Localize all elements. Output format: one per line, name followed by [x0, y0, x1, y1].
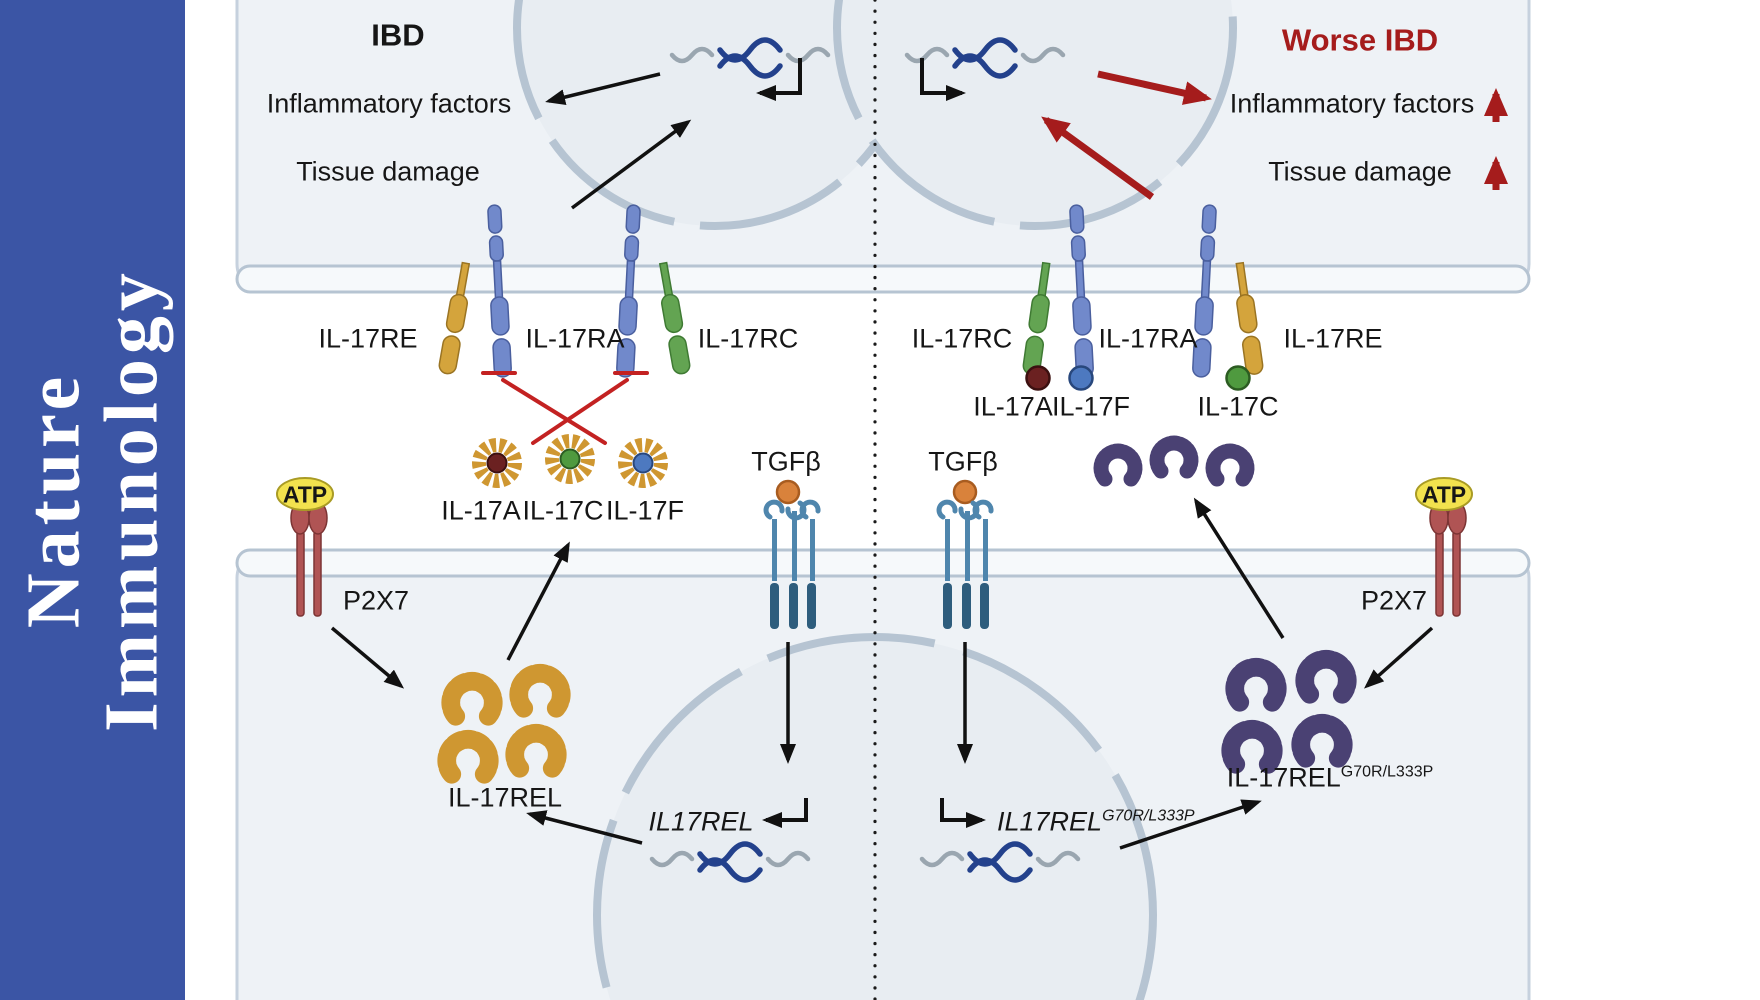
arrow-p2x7-left	[330, 626, 405, 689]
right-il17f-label: IL-17F	[1051, 391, 1131, 422]
left-panel-title: IBD	[371, 17, 425, 53]
tss-arrow-top-right	[920, 58, 966, 101]
right-inflammatory-factors-label: Inflammatory factors	[1229, 88, 1475, 119]
bottom-cell-membrane	[235, 548, 1531, 578]
left-il17re-label: IL-17RE	[318, 323, 418, 354]
left-inflammatory-factors-label: Inflammatory factors	[266, 88, 512, 119]
right-atp-label: ATP	[1421, 481, 1467, 508]
right-il17rel-protein-label: IL-17RELG70R/L333P	[1226, 762, 1434, 793]
right-tgfb-label: TGFβ	[928, 446, 998, 477]
tgfb-ligand-left	[775, 479, 801, 505]
red-arrows	[1041, 70, 1508, 200]
p2x7-receptor-right	[1415, 477, 1473, 617]
il17f-dot	[1068, 365, 1094, 391]
left-il17f-label: IL-17F	[605, 495, 685, 526]
arrow-receptor-to-nucleus-right	[1041, 116, 1155, 200]
il17rel-mutant-trio	[1101, 443, 1247, 479]
right-il17rc-label: IL-17RC	[911, 323, 1013, 354]
inhibition-tbars	[481, 371, 649, 445]
arrow-gene-to-protein-right	[1119, 799, 1262, 850]
left-il17ra-label: IL-17RA	[525, 323, 625, 354]
arrow-nucleus-to-factors-right	[1097, 70, 1212, 105]
tss-arrow-bottom-right	[940, 798, 986, 828]
left-il17rc-label: IL-17RC	[697, 323, 799, 354]
right-il17rel-gene-label: IL17RELG70R/L333P	[997, 806, 1195, 837]
left-il17a-label: IL-17A	[441, 495, 521, 526]
nucleus-top-right	[833, 0, 1237, 230]
tss-arrow-top-left	[756, 58, 802, 101]
left-p2x7-label: P2X7	[342, 585, 410, 616]
il17c-dot	[1225, 365, 1251, 391]
top-cell-membrane	[235, 264, 1531, 294]
transcription-arrows	[756, 58, 986, 828]
cytokine-donuts-left	[479, 441, 661, 481]
arrow-nucleus-to-factors-left	[545, 72, 661, 105]
arrow-p2x7-right	[1364, 626, 1434, 689]
tgfb-left	[766, 479, 818, 629]
arrow-cluster-to-ligands-left	[506, 541, 570, 661]
tgfb-ligand-right	[952, 479, 978, 505]
right-il17ra-label: IL-17RA	[1098, 323, 1198, 354]
right-gene-base: IL17REL	[997, 806, 1103, 837]
right-tissue-damage-label: Tissue damage	[1268, 156, 1452, 187]
arrow-cluster-to-trio-right	[1193, 497, 1285, 639]
tgfb-right	[939, 479, 991, 629]
right-protein-superscript: G70R/L333P	[1340, 763, 1434, 781]
right-il17a-label: IL-17A	[973, 391, 1053, 422]
arrow-gene-to-protein-left	[526, 810, 643, 845]
left-il17rel-protein-label: IL-17REL	[447, 782, 563, 813]
atp-ellipse-left	[276, 477, 334, 511]
right-protein-base: IL-17REL	[1226, 762, 1341, 793]
journal-sidebar: Nature Immunology	[0, 0, 185, 1000]
left-tissue-damage-label: Tissue damage	[296, 156, 480, 187]
right-gene-superscript: G70R/L333P	[1102, 807, 1195, 825]
right-il17c-label: IL-17C	[1197, 391, 1279, 422]
black-arrows	[330, 72, 1434, 850]
left-atp-label: ATP	[282, 481, 328, 508]
atp-ellipse-right	[1415, 477, 1473, 511]
right-il17re-label: IL-17RE	[1283, 323, 1383, 354]
nucleus-bottom	[593, 633, 1157, 1000]
right-p2x7-label: P2X7	[1360, 585, 1428, 616]
right-panel-title: Worse IBD	[1281, 22, 1439, 58]
left-il17c-label: IL-17C	[522, 495, 604, 526]
bound-cytokines-right	[1025, 365, 1251, 391]
tss-arrow-bottom-left	[762, 798, 808, 828]
il17a-dot	[1025, 365, 1051, 391]
left-tgfb-label: TGFβ	[751, 446, 821, 477]
left-il17rel-gene-label: IL17REL	[648, 806, 754, 837]
arrow-receptor-to-nucleus-left	[570, 119, 692, 210]
p2x7-receptor-left	[276, 477, 334, 617]
